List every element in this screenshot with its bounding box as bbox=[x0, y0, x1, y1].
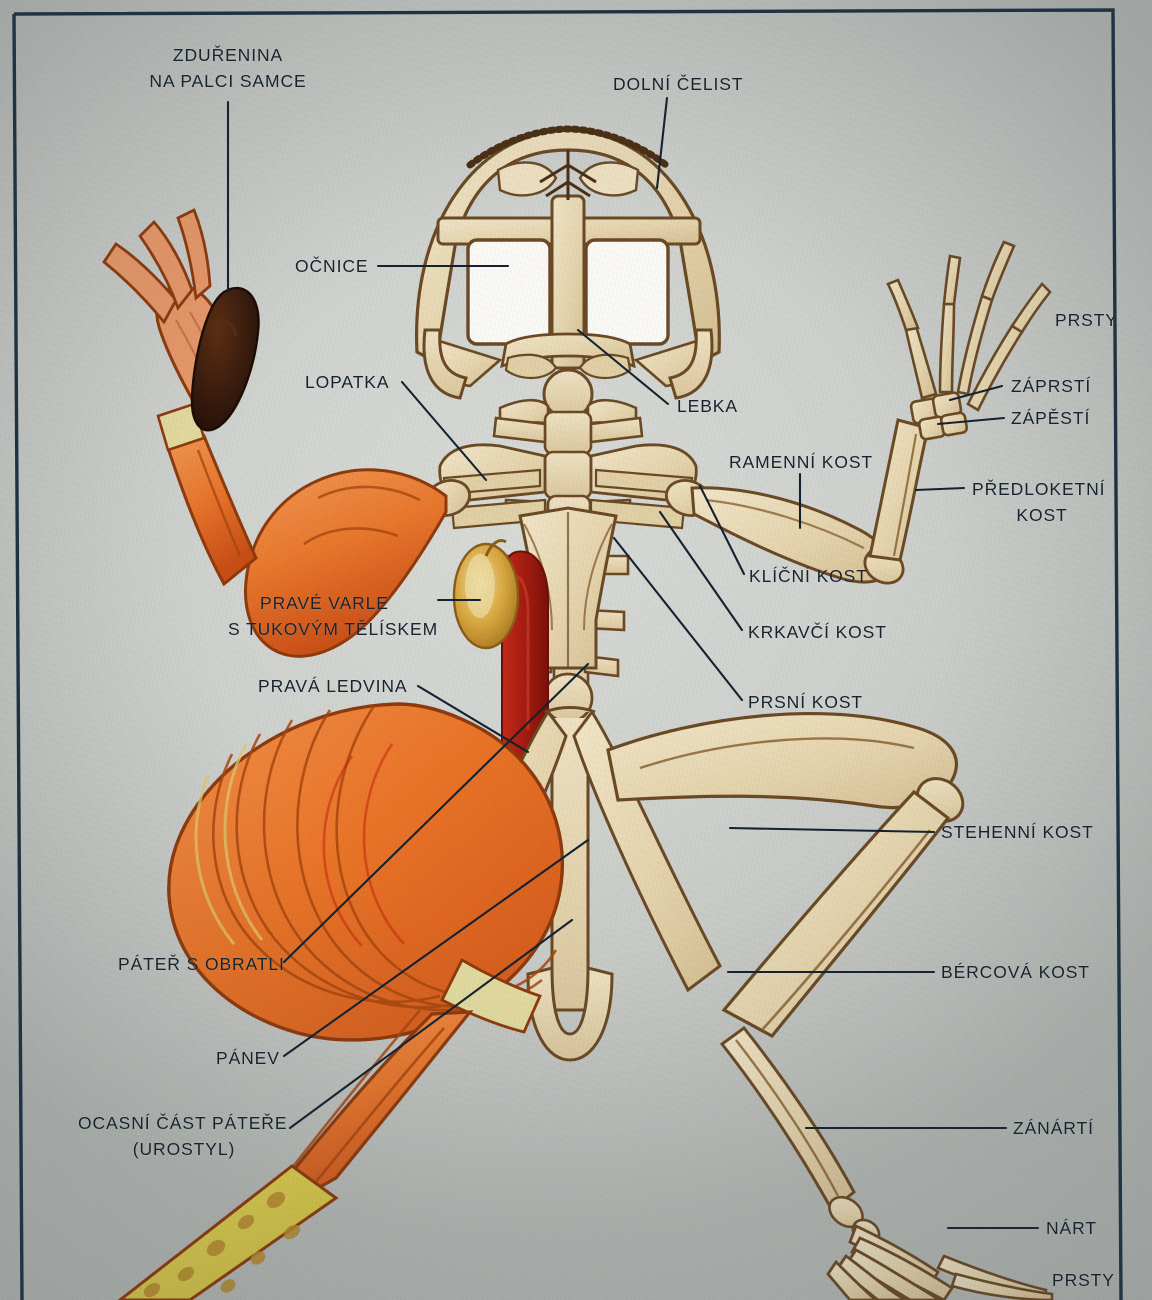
label-testis: PRAVÉ VARLE S TUKOVÝM TĚLÍSKEM bbox=[228, 590, 439, 642]
label-lower-jaw: DOLNÍ ČELIST bbox=[613, 74, 744, 94]
label-nuptial-pad-line2: NA PALCI SAMCE bbox=[149, 71, 307, 91]
label-toes: PRSTY bbox=[1052, 1270, 1115, 1290]
label-forearm-line2: KOST bbox=[1016, 505, 1068, 525]
label-scapula: LOPATKA bbox=[305, 372, 390, 392]
label-forearm: PŘEDLOKETNÍ KOST bbox=[972, 476, 1112, 528]
label-nuptial-pad-line1: ZDUŘENINA bbox=[172, 45, 284, 65]
label-carpus: ZÁPĚSTÍ bbox=[1011, 408, 1091, 428]
label-urostyle-line2: (UROSTYL) bbox=[132, 1139, 236, 1159]
label-clavicle: KLÍČNÍ KOST bbox=[749, 566, 868, 586]
left-leg-muscled bbox=[117, 702, 564, 1300]
label-metatarsus: NÁRT bbox=[1046, 1218, 1097, 1238]
label-nuptial-pad: ZDUŘENINA NA PALCI SAMCE bbox=[148, 42, 308, 94]
testis-illustration bbox=[452, 539, 520, 650]
label-urostyle: OCASNÍ ČÁST PÁTEŘE (UROSTYL) bbox=[78, 1110, 290, 1162]
label-pelvis: PÁNEV bbox=[216, 1048, 280, 1068]
label-humerus: RAMENNÍ KOST bbox=[729, 452, 874, 472]
label-femur: STEHENNÍ KOST bbox=[941, 822, 1094, 842]
label-sternum: PRSNÍ KOST bbox=[748, 692, 863, 712]
label-coracoid: KRKAVČÍ KOST bbox=[748, 622, 887, 642]
label-kidney: PRAVÁ LEDVINA bbox=[258, 676, 408, 696]
label-forearm-line1: PŘEDLOKETNÍ bbox=[972, 479, 1106, 499]
skull-illustration bbox=[414, 125, 721, 435]
label-fingers-right: PRSTY bbox=[1055, 310, 1118, 330]
label-tarsus: ZÁNÁRTÍ bbox=[1013, 1118, 1094, 1138]
label-tibiofibula: BÉRCOVÁ KOST bbox=[941, 962, 1090, 982]
label-orbit: OČNICE bbox=[295, 256, 369, 276]
label-spine: PÁTEŘ S OBRATLI bbox=[118, 954, 285, 974]
label-metacarpus: ZÁPRSTÍ bbox=[1011, 376, 1092, 396]
right-leg-skeletal bbox=[606, 712, 1054, 1300]
label-testis-line1: PRAVÉ VARLE bbox=[260, 593, 389, 613]
pectoral-girdle bbox=[425, 443, 711, 670]
label-testis-line2: S TUKOVÝM TĚLÍSKEM bbox=[228, 619, 439, 639]
left-arm-muscled bbox=[102, 208, 448, 658]
label-urostyle-line1: OCASNÍ ČÁST PÁTEŘE bbox=[78, 1113, 288, 1133]
label-skull: LEBKA bbox=[677, 396, 738, 416]
